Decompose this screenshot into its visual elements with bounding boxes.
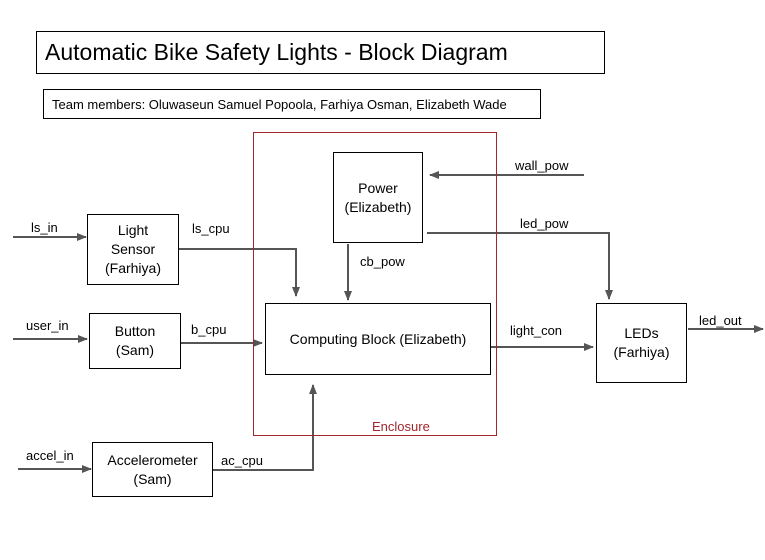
light-con-label: light_con — [510, 323, 563, 338]
enclosure-boundary — [253, 132, 497, 436]
accel-in-label: accel_in — [26, 448, 74, 463]
diagram-title: Automatic Bike Safety Lights - Block Dia… — [36, 31, 605, 74]
user-in-label: user_in — [26, 318, 69, 333]
b-cpu-label: b_cpu — [191, 322, 227, 337]
led-pow-label: led_pow — [520, 216, 569, 231]
ls-cpu-label: ls_cpu — [192, 221, 230, 236]
leds-block: LEDs (Farhiya) — [596, 303, 687, 383]
light-sensor-block: Light Sensor (Farhiya) — [87, 214, 179, 285]
led-pow-arrow — [427, 232, 613, 300]
team-members: Team members: Oluwaseun Samuel Popoola, … — [43, 89, 541, 119]
ls-in-label: ls_in — [31, 220, 58, 235]
cb-pow-label: cb_pow — [360, 254, 405, 269]
enclosure-label: Enclosure — [372, 419, 430, 434]
computing-block: Computing Block (Elizabeth) — [265, 303, 491, 375]
ac-cpu-label: ac_cpu — [221, 453, 263, 468]
button-block: Button (Sam) — [89, 313, 181, 369]
led-out-label: led_out — [699, 313, 742, 328]
power-block: Power (Elizabeth) — [333, 152, 423, 243]
wall-pow-label: wall_pow — [515, 158, 569, 173]
accelerometer-block: Accelerometer (Sam) — [92, 442, 213, 497]
ac-cpu-arrow — [213, 384, 317, 471]
ls-cpu-arrow — [179, 248, 300, 297]
